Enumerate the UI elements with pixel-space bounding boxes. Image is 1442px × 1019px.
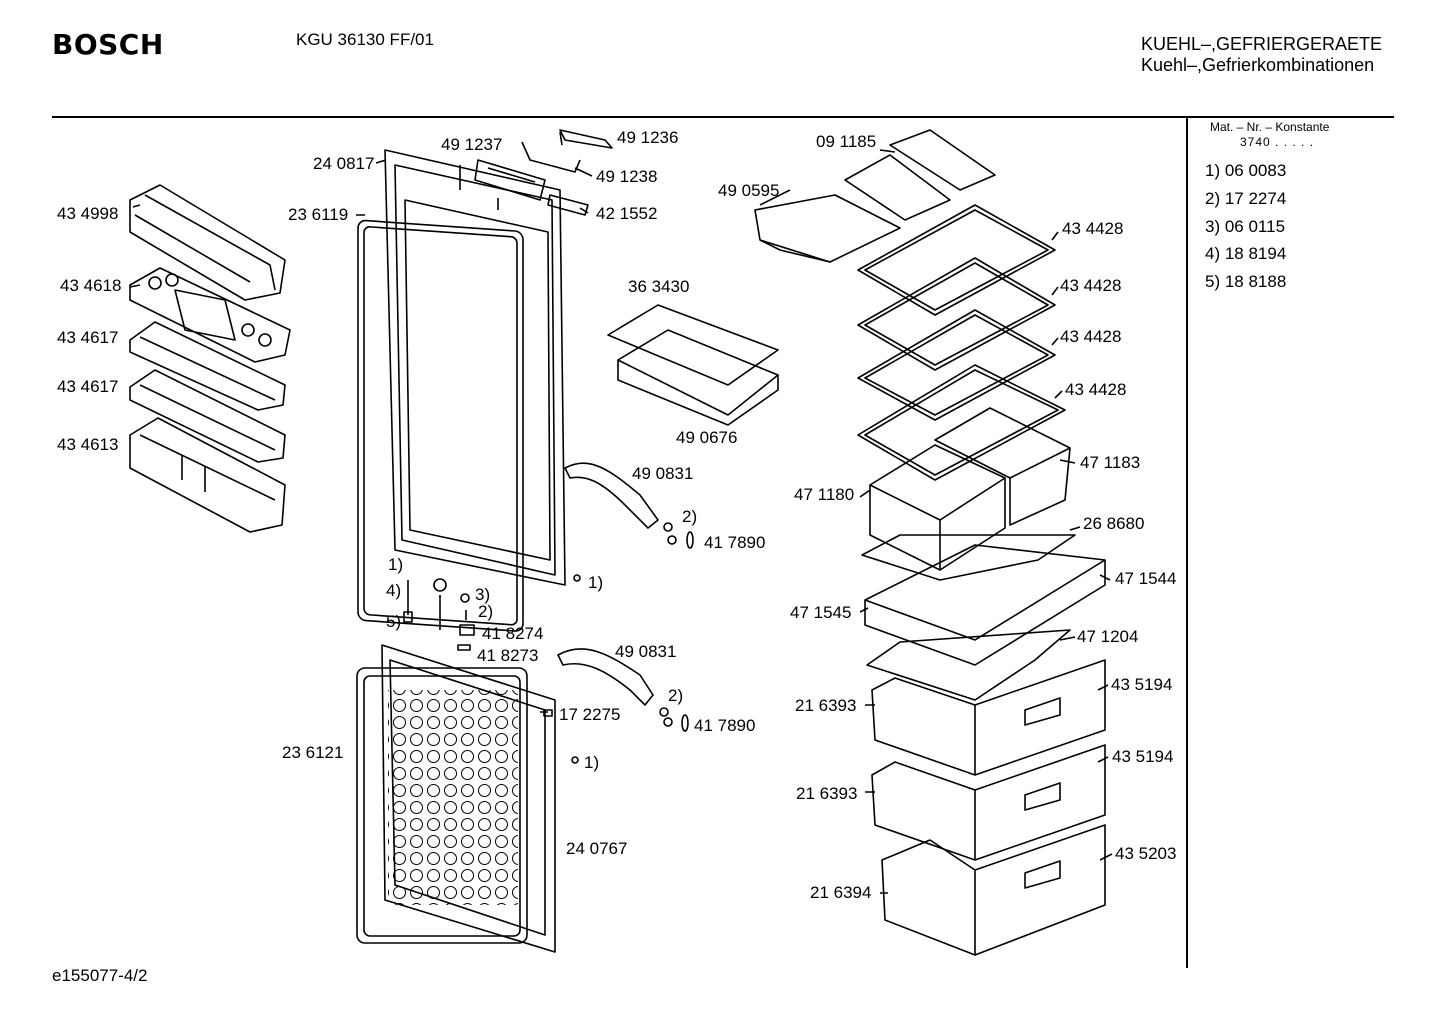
shelf-tray-36-3430 [607, 304, 779, 426]
handle-49-1238 [521, 141, 581, 173]
part-label: 41 7890 [694, 716, 756, 735]
part-label: 43 4428 [1062, 219, 1124, 238]
part-label: 3) [475, 585, 491, 604]
freezer-drawer-bottom [881, 824, 1106, 956]
part-label: 26 8680 [1083, 514, 1145, 533]
legend-item: 3) 06 0115 [1205, 217, 1286, 236]
freezer-shelf-47-1204 [866, 629, 1071, 701]
part-label: 49 1238 [596, 167, 658, 186]
vegetable-box-47-1180 [869, 444, 1006, 571]
vegetable-box-47-1183 [934, 407, 1071, 526]
door-bar-49-1237 [474, 159, 546, 201]
header-divider [52, 116, 1394, 118]
cover-plate-26-8680 [861, 534, 1076, 581]
part-label: 43 4998 [57, 204, 119, 223]
part-label: 24 0767 [566, 839, 628, 858]
part-label: 43 4617 [57, 328, 119, 347]
glass-shelf [857, 364, 1066, 481]
part-label: 49 1237 [441, 135, 503, 154]
category-title: KUEHL–,GEFRIERGERAETE [1141, 34, 1383, 54]
part-label: 21 6393 [796, 784, 858, 803]
part-label: 21 6393 [795, 696, 857, 715]
part-label: 43 4428 [1060, 276, 1122, 295]
part-label: 1) [584, 753, 600, 772]
part-label: 43 5194 [1112, 747, 1174, 766]
part-label: 41 8273 [477, 646, 539, 665]
glass-shelf [857, 257, 1056, 371]
freezer-door [381, 644, 556, 953]
hinge-screws [403, 522, 694, 764]
freezer-drawer-upper [871, 659, 1106, 776]
label-plate-42-1552 [547, 194, 589, 216]
handle-upper-49-0831 [564, 462, 659, 529]
part-label: 4) [386, 581, 402, 600]
part-label: 09 1185 [816, 132, 877, 151]
mat-nr-value: 3740 . . . . . [1240, 135, 1315, 149]
part-label: 43 4428 [1060, 327, 1122, 346]
part-label: 49 0676 [676, 428, 738, 447]
part-label: 43 4613 [57, 435, 119, 454]
legend-item: 1) 06 0083 [1205, 161, 1287, 180]
part-label: 49 1236 [617, 128, 679, 147]
part-label: 41 7890 [704, 533, 766, 552]
door-shelf-top [129, 184, 286, 301]
sidebar-divider [1186, 117, 1188, 968]
part-label: 2) [682, 507, 698, 526]
part-label: 23 6119 [288, 205, 349, 224]
document-code: e155077-4/2 [52, 966, 148, 985]
mat-nr-title: Mat. – Nr. – Konstante [1210, 120, 1330, 134]
egg-tray [129, 267, 291, 363]
legend-item: 5) 18 8188 [1205, 272, 1287, 291]
butter-dish-49-0595 [754, 194, 901, 263]
part-label: 41 8274 [482, 624, 544, 643]
part-label: 17 2275 [559, 705, 621, 724]
part-label: 49 0831 [632, 464, 694, 483]
door-shelf-middle-2 [129, 369, 286, 463]
part-label: 47 1180 [794, 485, 855, 504]
handle-lower-49-0831 [557, 648, 654, 706]
brand-logo: BOSCH [52, 28, 164, 61]
part-label: 49 0831 [615, 642, 677, 661]
fridge-door-gasket [357, 219, 524, 632]
part-label: 23 6121 [282, 743, 344, 762]
part-label: 47 1204 [1077, 627, 1139, 646]
handle-49-1236 [559, 129, 613, 149]
part-label: 43 4617 [57, 377, 119, 396]
part-label: 2) [478, 602, 494, 621]
ice-trays [844, 129, 996, 221]
part-label: 24 0817 [313, 154, 375, 173]
legend-item: 2) 17 2274 [1205, 189, 1287, 208]
glass-shelf [857, 309, 1056, 421]
part-label: 43 5203 [1115, 844, 1177, 863]
legend-item: 4) 18 8194 [1205, 244, 1287, 263]
part-label: 21 6394 [810, 883, 872, 902]
door-shelf-middle-1 [129, 321, 286, 411]
part-label: 43 4428 [1065, 380, 1127, 399]
part-label: 36 3430 [628, 277, 690, 296]
freezer-drawer-middle [871, 744, 1106, 861]
part-label: 5) [386, 612, 402, 631]
part-label: 1) [588, 573, 604, 592]
part-label: 47 1183 [1080, 453, 1141, 472]
part-label: 47 1545 [790, 603, 852, 622]
fridge-door [384, 149, 566, 586]
part-label: 43 4618 [60, 276, 122, 295]
part-label: 47 1544 [1115, 569, 1177, 588]
part-label: 2) [668, 686, 684, 705]
door-shelf-bottom [129, 417, 286, 533]
freezer-cover-47-1544 [864, 544, 1106, 666]
model-number: KGU 36130 FF/01 [296, 30, 434, 49]
part-label: 1) [388, 555, 404, 574]
category-subtitle: Kuehl–,Gefrierkombinationen [1141, 55, 1375, 75]
part-label: 43 5194 [1111, 675, 1173, 694]
part-label: 49 0595 [718, 181, 780, 200]
part-label: 42 1552 [596, 204, 658, 223]
